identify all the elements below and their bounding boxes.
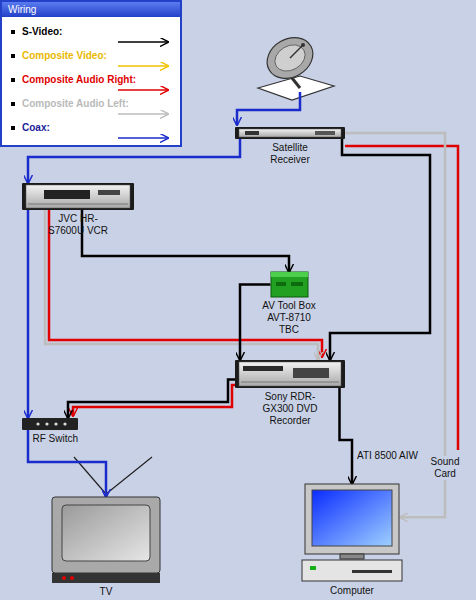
device-part xyxy=(28,204,128,205)
coax-wire xyxy=(237,92,300,125)
legend-panel: WiringS-Video: Composite Video: Composite … xyxy=(0,0,182,147)
dvd-device: Sony RDR-GX300 DVD Recorder xyxy=(235,360,345,427)
device-part xyxy=(276,282,286,286)
device-part xyxy=(310,566,316,570)
computer-icon xyxy=(302,484,402,582)
device-part xyxy=(36,422,39,425)
legend-bullet xyxy=(11,102,15,106)
device-part xyxy=(271,272,308,277)
receiver-device: Satellite Receiver xyxy=(235,127,345,166)
device-part xyxy=(302,560,402,581)
device-part xyxy=(45,422,48,425)
device-part xyxy=(271,272,308,297)
device-part xyxy=(98,190,120,195)
device-part xyxy=(245,131,259,135)
wire xyxy=(82,210,289,272)
device-label: Sony RDR-GX300 DVD Recorder xyxy=(257,391,323,427)
legend-label: S-Video: xyxy=(22,26,62,38)
device-part xyxy=(241,382,339,383)
legend-title: Wiring xyxy=(2,2,180,17)
rf-icon xyxy=(22,418,78,430)
legend-line-sample xyxy=(116,37,172,47)
legend-label: Composite Audio Left: xyxy=(22,98,129,110)
wire xyxy=(340,388,353,484)
device-part xyxy=(62,576,66,580)
device-part xyxy=(70,576,74,580)
receiver-icon xyxy=(235,127,345,139)
rf-switch: RF Switch xyxy=(22,418,78,445)
device-part xyxy=(305,484,399,554)
legend-bullet xyxy=(11,78,15,82)
device-part xyxy=(52,497,160,573)
legend-line-sample xyxy=(116,133,172,143)
wire xyxy=(330,139,430,360)
device-part xyxy=(26,185,130,208)
device-part xyxy=(315,131,335,135)
satellite-dish xyxy=(258,30,334,100)
device-part xyxy=(63,422,66,425)
legend-line-sample xyxy=(116,61,172,71)
device-part xyxy=(62,505,150,561)
vcr-icon xyxy=(22,183,134,210)
legend-label: Coax: xyxy=(22,122,50,134)
legend-line-sample xyxy=(116,85,172,95)
legend-bullet xyxy=(11,126,15,130)
device-label: AV Tool Box AVT-8710 TBC xyxy=(259,300,319,336)
device-part xyxy=(291,282,303,286)
tbc-icon xyxy=(271,272,308,297)
wire xyxy=(27,210,30,418)
device-part xyxy=(235,360,345,388)
wire-label: ATI 8500 AIW xyxy=(357,450,437,462)
device-part xyxy=(243,366,283,371)
tv-icon xyxy=(52,497,160,583)
device-part xyxy=(293,368,329,378)
device-part xyxy=(22,418,78,430)
device-part xyxy=(352,570,392,573)
device-label: TV xyxy=(86,586,126,598)
tv-set: TV xyxy=(52,497,160,598)
device-part xyxy=(54,422,57,425)
device-part xyxy=(239,129,341,137)
legend-label: Composite Audio Right: xyxy=(22,74,136,86)
device-part xyxy=(44,190,90,199)
device-label: JVC HR-S7600U VCR xyxy=(47,213,109,237)
device-part xyxy=(312,490,392,546)
vcr-device: JVC HR-S7600U VCR xyxy=(22,183,134,237)
legend-line-sample xyxy=(116,109,172,119)
wire-label: Sound Card xyxy=(425,456,465,480)
device-part xyxy=(239,362,341,386)
legend-bullet xyxy=(11,30,15,34)
computer: Computer xyxy=(302,484,402,597)
device-part xyxy=(52,573,160,583)
wire xyxy=(68,380,235,418)
audio-right-wires xyxy=(49,146,458,450)
legend-bullet xyxy=(11,54,15,58)
device-part xyxy=(235,127,345,139)
device-part xyxy=(22,183,134,210)
device-label: Computer xyxy=(322,585,382,597)
wire xyxy=(240,285,271,361)
wire xyxy=(45,210,318,360)
tbc-device: AV Tool Box AVT-8710 TBC xyxy=(259,272,319,336)
legend-label: Composite Video: xyxy=(22,50,107,62)
dvd-icon xyxy=(235,360,345,388)
device-label: Satellite Receiver xyxy=(265,142,315,166)
device-label: RF Switch xyxy=(22,433,78,445)
device-part xyxy=(340,554,364,559)
